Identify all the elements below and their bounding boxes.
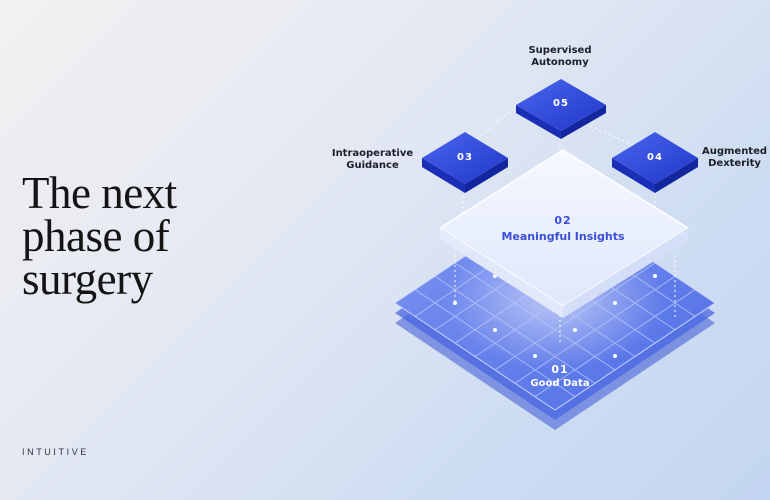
headline-line-2: phase of — [22, 211, 170, 261]
headline-line-1: The next — [22, 168, 177, 218]
intuitive-logo: INTUITIVE — [22, 447, 89, 457]
stage-01-number: 01 — [551, 363, 569, 376]
autonomy-tile-05 — [516, 79, 606, 139]
stage-01-label: Good Data — [530, 378, 590, 389]
stage-02-label: Meaningful Insights — [501, 230, 625, 243]
stage-05-number: 05 — [553, 98, 569, 109]
stage-03-caption: Intraoperative Guidance — [325, 148, 420, 172]
guidance-tile-03 — [422, 132, 508, 193]
headline-line-3: surgery — [22, 254, 153, 304]
stage-05-caption: Supervised Autonomy — [510, 45, 610, 69]
stage-05-caption-line-1: Supervised — [528, 45, 592, 56]
stage-04-caption-line-1: Augmented — [701, 146, 768, 157]
stage-03-caption-line-2: Guidance — [346, 160, 399, 171]
stage-04-caption-line-2: Dexterity — [708, 158, 761, 169]
stage-03-number: 03 — [457, 152, 473, 163]
stage-04-caption: Augmented Dexterity — [692, 146, 770, 170]
dexterity-tile-04 — [612, 132, 698, 193]
page-headline: The next phase of surgery — [22, 168, 177, 304]
stage-05-caption-line-2: Autonomy — [531, 57, 589, 68]
insights-tile-02 — [439, 149, 689, 318]
stage-04-number: 04 — [647, 152, 663, 163]
stage-02-number: 02 — [554, 214, 572, 227]
stage-03-caption-line-1: Intraoperative — [331, 148, 414, 159]
